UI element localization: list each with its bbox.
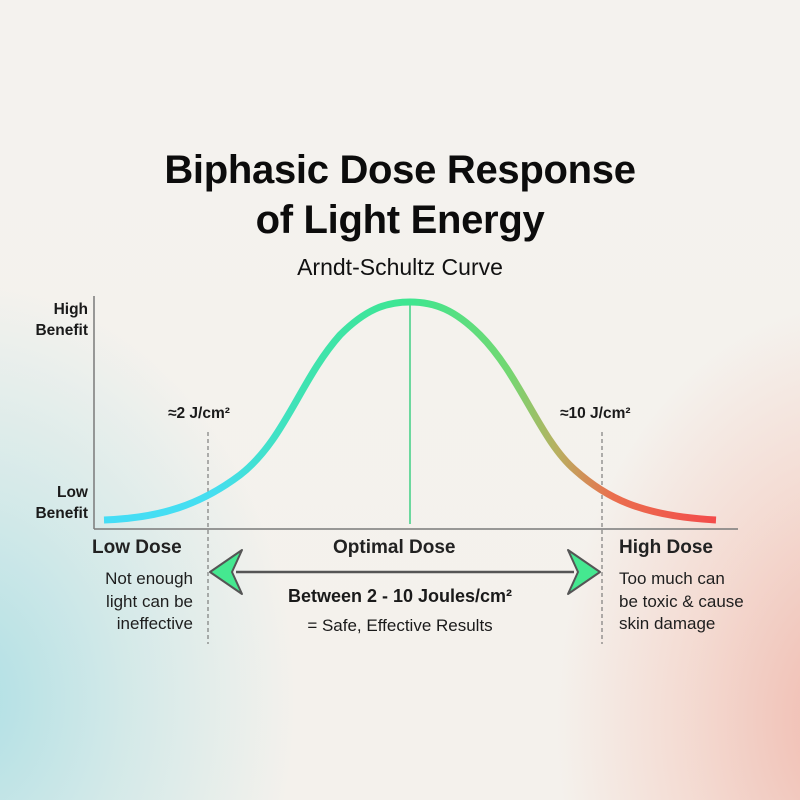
- chart-subtitle: Arndt-Schultz Curve: [297, 254, 503, 280]
- high-desc-line3: skin damage: [619, 614, 716, 633]
- high-dose-description: Too much can be toxic & cause skin damag…: [619, 568, 744, 636]
- low-dose-title-text: Low Dose: [92, 537, 182, 558]
- low-dose-description: Not enough light can be ineffective: [105, 568, 193, 636]
- y-low-line1: Low: [57, 484, 88, 501]
- benefit-curve: [103, 298, 717, 524]
- page-title-line1: Biphasic Dose Response: [164, 148, 636, 192]
- y-high-line2: Benefit: [35, 322, 88, 339]
- optimal-result-text: = Safe, Effective Results: [307, 616, 493, 635]
- page-title-line2: of Light Energy: [255, 198, 545, 242]
- high-desc-line1: Too much can: [619, 569, 725, 588]
- optimal-range-text: Between 2 - 10 Joules/cm²: [287, 586, 513, 606]
- arrow-left-head-icon: [209, 549, 243, 595]
- y-high-line1: High: [53, 301, 88, 318]
- low-desc-line1: Not enough: [105, 569, 193, 588]
- y-low-line2: Benefit: [35, 505, 88, 522]
- optimal-dose-title-text: Optimal Dose: [333, 537, 456, 558]
- high-dose-title: High Dose: [619, 537, 713, 559]
- arrow-right-head-icon: [567, 549, 601, 595]
- low-dose-title: Low Dose: [88, 537, 186, 559]
- y-axis-low-label: Low Benefit: [35, 482, 88, 524]
- low-desc-line3: ineffective: [116, 614, 193, 633]
- optimal-dose-title: Optimal Dose: [329, 537, 460, 559]
- high-threshold-label: ≈10 J/cm²: [560, 405, 631, 422]
- y-axis-high-label: High Benefit: [35, 299, 88, 341]
- high-dose-title-text: High Dose: [619, 537, 713, 558]
- high-desc-line2: be toxic & cause: [619, 591, 744, 611]
- low-threshold-label: ≈2 J/cm²: [168, 405, 230, 422]
- low-desc-line2: light can be: [106, 591, 193, 611]
